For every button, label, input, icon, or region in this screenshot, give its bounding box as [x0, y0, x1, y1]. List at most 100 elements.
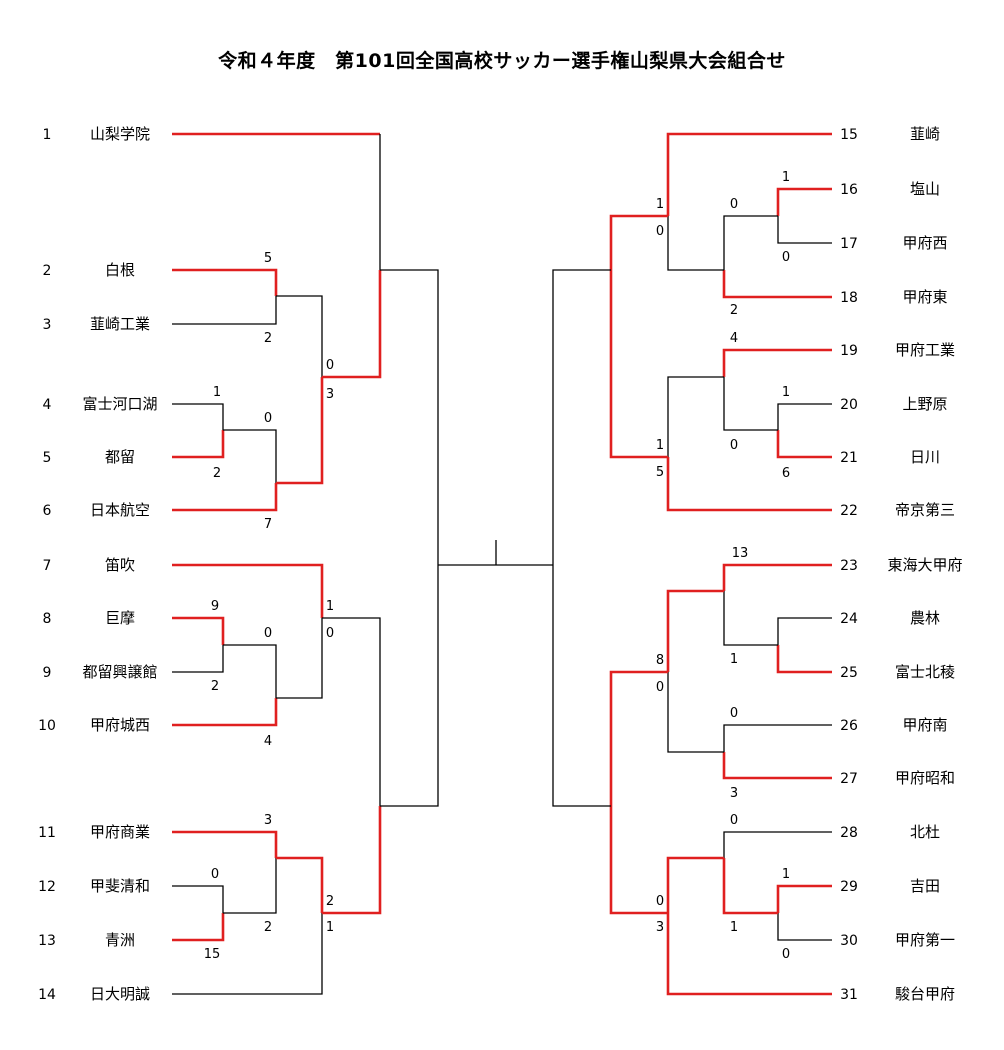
bracket-line	[776, 884, 832, 913]
score-label: 0	[782, 250, 790, 265]
score-label: 0	[656, 224, 664, 239]
bracket-line	[776, 430, 832, 459]
bracket-line	[172, 268, 278, 296]
bracket-line	[723, 831, 832, 858]
bracket-line	[172, 698, 278, 727]
team-number: 12	[38, 879, 56, 895]
bracket-line	[609, 270, 668, 459]
team-name: 駿台甲府	[895, 985, 955, 1003]
team-name: 上野原	[902, 395, 947, 413]
team-name: 都留興譲館	[82, 663, 157, 681]
score-label: 5	[656, 465, 664, 480]
team-number: 5	[43, 450, 52, 466]
bracket-line	[776, 645, 832, 674]
team-name: 甲府商業	[90, 823, 150, 841]
score-label: 8	[656, 653, 664, 668]
bracket-line	[276, 618, 323, 699]
score-label: 3	[264, 813, 272, 828]
bracket-line	[723, 215, 778, 270]
team-name: 帝京第三	[895, 501, 955, 519]
team-number: 8	[43, 611, 52, 627]
team-number: 15	[840, 127, 858, 143]
team-name: 日大明誠	[90, 985, 150, 1003]
bracket-line	[223, 429, 277, 483]
score-label: 2	[213, 466, 221, 481]
bracket-line	[722, 858, 778, 915]
bracket-line	[552, 565, 611, 807]
bracket-line	[223, 644, 277, 698]
bracket-line	[172, 430, 225, 459]
bracket-line	[777, 913, 832, 941]
score-label: 0	[656, 894, 664, 909]
bracket-line	[666, 457, 832, 512]
team-number: 29	[840, 879, 858, 895]
bracket-line	[777, 617, 832, 645]
score-label: 1	[782, 385, 790, 400]
team-name: 富士北稜	[895, 663, 955, 681]
bracket-line	[777, 403, 832, 430]
bracket-line	[380, 565, 439, 807]
team-name: 甲斐清和	[90, 877, 150, 895]
score-label: 0	[730, 706, 738, 721]
bracket-line	[172, 913, 225, 942]
score-label: 5	[264, 251, 272, 266]
score-label: 0	[656, 680, 664, 695]
team-number: 13	[38, 933, 56, 949]
bracket-line	[722, 752, 832, 780]
team-number: 7	[43, 558, 52, 574]
team-name: 韮崎	[910, 125, 940, 143]
score-label: 15	[204, 947, 221, 962]
team-number: 4	[43, 397, 52, 413]
bracket-line	[666, 913, 832, 996]
team-name: 東海大甲府	[887, 556, 962, 574]
bracket-line	[722, 348, 832, 377]
bracket-line	[723, 724, 832, 752]
bracket-line	[276, 295, 323, 377]
team-number: 27	[840, 771, 858, 787]
team-name: 巨摩	[105, 609, 135, 627]
bracket-line	[723, 377, 778, 431]
team-name: 甲府東	[902, 288, 947, 306]
team-number: 24	[840, 611, 858, 627]
bracket-line	[609, 806, 668, 915]
team-name: 都留	[105, 448, 135, 466]
score-label: 1	[782, 867, 790, 882]
team-number: 10	[38, 718, 56, 734]
team-name: 吉田	[910, 877, 940, 895]
bracket-line	[276, 856, 324, 913]
team-number: 3	[43, 317, 52, 333]
bracket-line	[322, 806, 382, 915]
team-name: 北杜	[910, 823, 940, 841]
team-name: 甲府城西	[90, 716, 150, 734]
team-number: 2	[43, 263, 52, 279]
score-label: 1	[656, 197, 664, 212]
bracket-line	[666, 589, 724, 672]
team-name: 農林	[910, 609, 940, 627]
bracket-line	[223, 858, 277, 914]
score-label: 4	[730, 331, 738, 346]
bracket-line	[172, 403, 224, 430]
bracket-line	[172, 296, 277, 325]
team-name: 甲府工業	[895, 341, 955, 359]
team-name: 甲府南	[902, 716, 947, 734]
team-name: 日川	[910, 448, 940, 466]
team-name: 日本航空	[90, 501, 150, 519]
score-label: 0	[264, 626, 272, 641]
bracket-line	[172, 483, 278, 512]
score-label: 2	[264, 920, 272, 935]
score-label: 6	[782, 466, 790, 481]
team-number: 21	[840, 450, 858, 466]
score-label: 3	[656, 920, 664, 935]
score-label: 1	[730, 920, 738, 935]
team-name: 甲府昭和	[895, 769, 955, 787]
score-label: 7	[264, 517, 272, 532]
bracket-line	[666, 856, 724, 913]
score-label: 0	[730, 438, 738, 453]
page-title: 令和４年度 第101回全国高校サッカー選手権山梨県大会組合せ	[218, 50, 786, 72]
score-label: 0	[730, 197, 738, 212]
team-number: 1	[43, 127, 52, 143]
score-label: 9	[211, 599, 219, 614]
team-name: 甲府第一	[895, 931, 955, 949]
score-label: 3	[730, 786, 738, 801]
